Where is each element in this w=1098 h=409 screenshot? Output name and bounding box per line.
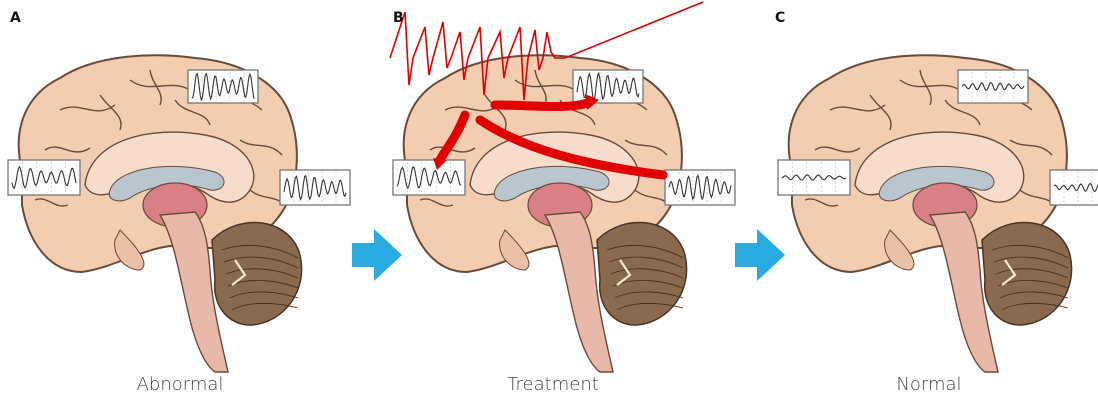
panel-normal-eeg-occipital: [1050, 170, 1098, 205]
panel-abnormal: [8, 55, 350, 372]
panel-c-caption: Normal: [819, 374, 1039, 395]
panel-abnormal-eeg-occipital-frame: [280, 170, 350, 205]
panel-abnormal-brain: [19, 55, 302, 372]
panel-abnormal-eeg-parietal: [188, 70, 258, 103]
panel-abnormal-eeg-occipital: [280, 170, 350, 205]
panel-treatment-eeg-frontal-frame: [393, 160, 465, 195]
panel-a-letter: A: [10, 10, 21, 26]
stimulation-path-1: [495, 102, 590, 107]
panel-normal-brain: [789, 55, 1072, 372]
arrow-right-icon-2: [735, 229, 785, 281]
panel-normal-eeg-frontal: [778, 160, 850, 195]
panel-b-caption: Treatment: [443, 374, 663, 395]
panel-treatment-eeg-occipital: [665, 170, 735, 205]
panel-b-letter: B: [393, 10, 404, 26]
arrow-right-icon-1: [352, 229, 402, 281]
panel-normal-eeg-frontal-frame: [778, 160, 850, 195]
panel-a-caption: Abnormal: [70, 374, 290, 395]
panel-normal: [778, 55, 1098, 372]
panel-treatment-eeg-frontal: [393, 160, 465, 195]
panel-normal-eeg-parietal: [958, 70, 1028, 103]
panel-treatment-eeg-parietal: [573, 70, 643, 103]
panel-c-letter: C: [775, 10, 785, 26]
panel-abnormal-eeg-frontal: [8, 160, 80, 195]
